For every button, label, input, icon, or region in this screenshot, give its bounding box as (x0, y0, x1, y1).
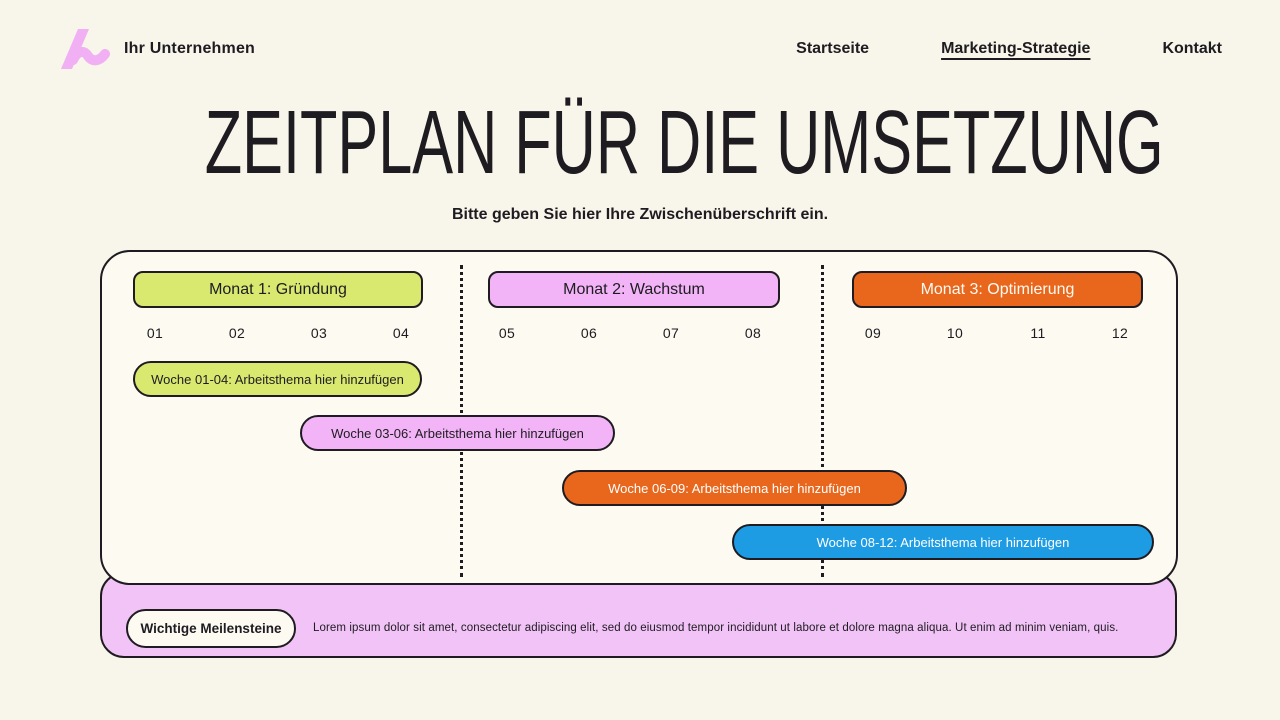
gantt-bar-label: Woche 01-04: Arbeitsthema hier hinzufüge… (151, 371, 404, 387)
week-number: 01 (146, 325, 164, 341)
week-number: 02 (228, 325, 246, 341)
week-number: 12 (1111, 325, 1129, 341)
week-number: 07 (662, 325, 680, 341)
gantt-bar-weeks-06-09: Woche 06-09: Arbeitsthema hier hinzufüge… (562, 470, 907, 506)
brand: Ihr Unternehmen (58, 26, 255, 72)
gantt-bar-label: Woche 06-09: Arbeitsthema hier hinzufüge… (608, 480, 861, 496)
month-header-1: Monat 1: Gründung (133, 271, 423, 308)
week-number: 10 (946, 325, 964, 341)
gantt-bar-label: Woche 03-06: Arbeitsthema hier hinzufüge… (331, 425, 584, 441)
gantt-bar-weeks-08-12: Woche 08-12: Arbeitsthema hier hinzufüge… (732, 524, 1154, 560)
milestones-badge: Wichtige Meilensteine (126, 608, 296, 648)
week-number: 06 (580, 325, 598, 341)
week-number: 05 (498, 325, 516, 341)
week-number: 11 (1030, 325, 1046, 341)
month-header-3: Monat 3: Optimierung (852, 271, 1143, 308)
month-header-2: Monat 2: Wachstum (488, 271, 780, 308)
nav-item-startseite[interactable]: Startseite (796, 40, 870, 57)
milestones-text: Lorem ipsum dolor sit amet, consectetur … (313, 622, 1119, 634)
page-subtitle: Bitte geben Sie hier Ihre Zwischenübersc… (451, 206, 829, 223)
timeline-board: Monat 1: Gründung Monat 2: Wachstum Mona… (100, 250, 1178, 585)
week-number: 09 (864, 325, 882, 341)
month-header-3-label: Monat 3: Optimierung (920, 280, 1075, 298)
week-number: 04 (392, 325, 410, 341)
gantt-bar-label: Woche 08-12: Arbeitsthema hier hinzufüge… (816, 534, 1070, 550)
brand-logo-icon (61, 29, 110, 69)
month-header-2-label: Monat 2: Wachstum (563, 280, 705, 298)
month-divider-dotted-line (821, 265, 824, 577)
page-title: ZEITPLAN FÜR DIE UMSETZUNG (204, 93, 1164, 193)
gantt-bar-weeks-01-04: Woche 01-04: Arbeitsthema hier hinzufüge… (133, 361, 422, 397)
brand-name: Ihr Unternehmen (124, 40, 256, 57)
page-header: Ihr Unternehmen Startseite Marketing-Str… (0, 0, 1280, 90)
gantt-bar-weeks-03-06: Woche 03-06: Arbeitsthema hier hinzufüge… (300, 415, 615, 451)
nav-item-marketing-strategie[interactable]: Marketing-Strategie (941, 40, 1091, 57)
milestones-bar: Wichtige Meilensteine Lorem ipsum dolor … (100, 572, 1177, 658)
week-number: 03 (310, 325, 328, 341)
main-nav: Startseite Marketing-Strategie Kontakt (796, 40, 1222, 58)
week-number: 08 (744, 325, 762, 341)
milestones-badge-label: Wichtige Meilensteine (140, 620, 282, 636)
month-header-1-label: Monat 1: Gründung (209, 280, 347, 298)
nav-item-kontakt[interactable]: Kontakt (1162, 40, 1222, 57)
